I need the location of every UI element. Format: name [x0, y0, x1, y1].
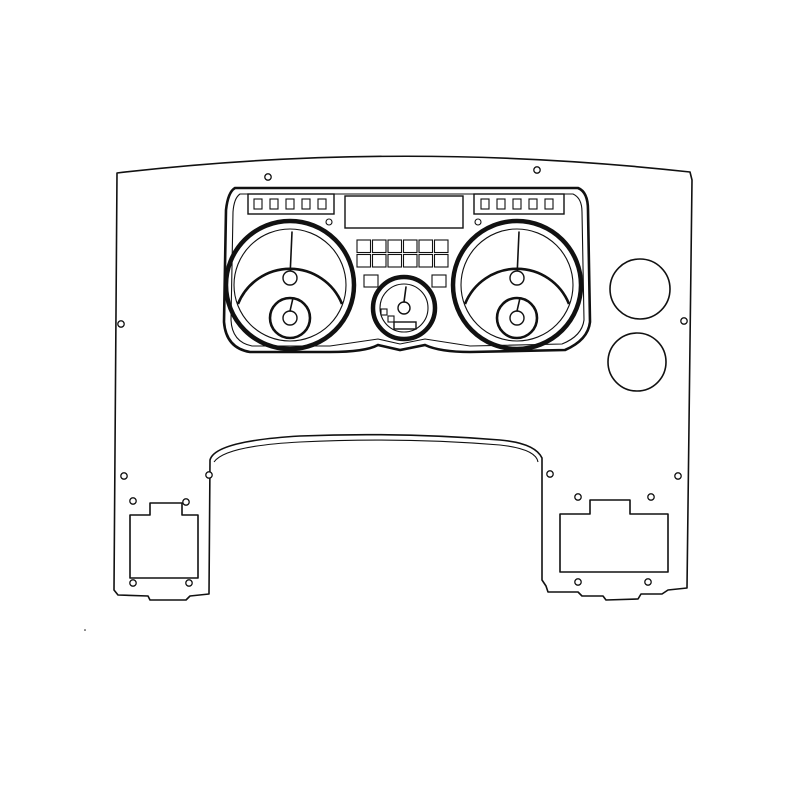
mounting-hole	[680, 317, 688, 325]
mounting-hole	[574, 578, 582, 586]
mounting-hole	[546, 470, 554, 478]
mounting-hole	[185, 579, 193, 587]
center-display-screen	[344, 195, 464, 229]
warning-tile	[433, 253, 449, 268]
right-subgauge-hub	[509, 310, 525, 326]
right-strip-icon	[474, 218, 482, 226]
right-gauge-hub	[509, 270, 525, 286]
right-subgauge-needle	[516, 297, 521, 312]
center-gauge-readout	[393, 321, 417, 330]
left-strip-icon	[325, 218, 333, 226]
left-gauge-hub	[282, 270, 298, 286]
left-indicator-light	[253, 198, 263, 210]
right-switch-cutout	[559, 499, 669, 573]
instrument-cluster	[222, 186, 592, 354]
cluster-housing	[222, 186, 592, 354]
right-indicator-light	[496, 198, 506, 210]
center-warning-grid	[356, 239, 449, 268]
lower-round-cutout	[607, 332, 667, 392]
warning-tile	[402, 239, 418, 254]
stray-speck	[84, 629, 86, 631]
mounting-hole	[182, 498, 190, 506]
left-gauge-face	[233, 228, 347, 342]
warning-tile	[433, 239, 449, 254]
left-subgauge-needle	[289, 297, 294, 312]
left-indicator-light	[285, 198, 295, 210]
mounting-hole	[129, 579, 137, 587]
right-gauge-needle	[516, 231, 520, 278]
mounting-hole	[644, 578, 652, 586]
center-gauge-needle	[403, 286, 407, 303]
center-gauge-face	[379, 283, 429, 333]
mounting-hole	[117, 320, 125, 328]
left-indicator-strip	[247, 193, 335, 215]
opening-inner-edge	[213, 439, 539, 463]
right-indicator-light	[544, 198, 554, 210]
mounting-hole	[674, 472, 682, 480]
center-small-box-left	[363, 274, 379, 288]
right-subgauge-ring	[495, 296, 539, 340]
left-indicator-lights	[253, 198, 327, 210]
right-gauge-bezel	[450, 218, 584, 352]
upper-round-cutout	[609, 258, 671, 320]
mounting-hole	[574, 493, 582, 501]
mounting-hole	[647, 493, 655, 501]
right-indicator-strip	[473, 193, 565, 215]
left-gauge	[223, 218, 357, 352]
left-switch-opening	[129, 502, 199, 579]
warning-tile	[356, 239, 372, 254]
mounting-hole	[533, 166, 541, 174]
warning-tile	[371, 253, 387, 268]
mounting-hole	[120, 472, 128, 480]
warning-tile	[371, 239, 387, 254]
center-gauge-lamp-b	[387, 315, 395, 323]
right-switch-opening	[559, 499, 669, 573]
center-gauge	[370, 274, 438, 342]
center-gauge-bezel	[370, 274, 438, 342]
warning-tile	[356, 253, 372, 268]
right-gauge	[450, 218, 584, 352]
center-gauge-lamp-a	[380, 308, 388, 316]
warning-tile	[387, 253, 403, 268]
mounting-holes	[117, 166, 688, 587]
right-indicator-light	[528, 198, 538, 210]
left-indicator-light	[317, 198, 327, 210]
warning-tile	[387, 239, 403, 254]
left-subgauge-ring	[268, 296, 312, 340]
left-indicator-light	[301, 198, 311, 210]
left-subgauge-hub	[282, 310, 298, 326]
right-indicator-light	[480, 198, 490, 210]
mounting-hole	[129, 497, 137, 505]
right-gauge-face	[460, 228, 574, 342]
right-indicator-lights	[480, 198, 554, 210]
center-small-box-right	[431, 274, 447, 288]
warning-tile	[418, 239, 434, 254]
mounting-hole	[264, 173, 272, 181]
left-indicator-light	[269, 198, 279, 210]
center-gauge-hub	[397, 301, 411, 315]
panel-outline	[113, 155, 693, 601]
cluster-inner-rim	[230, 193, 585, 347]
right-indicator-light	[512, 198, 522, 210]
warning-tile	[418, 253, 434, 268]
left-gauge-needle	[289, 231, 293, 278]
left-gauge-bezel	[223, 218, 357, 352]
warning-tile	[402, 253, 418, 268]
mounting-hole	[205, 471, 213, 479]
left-switch-cutout	[129, 502, 199, 579]
